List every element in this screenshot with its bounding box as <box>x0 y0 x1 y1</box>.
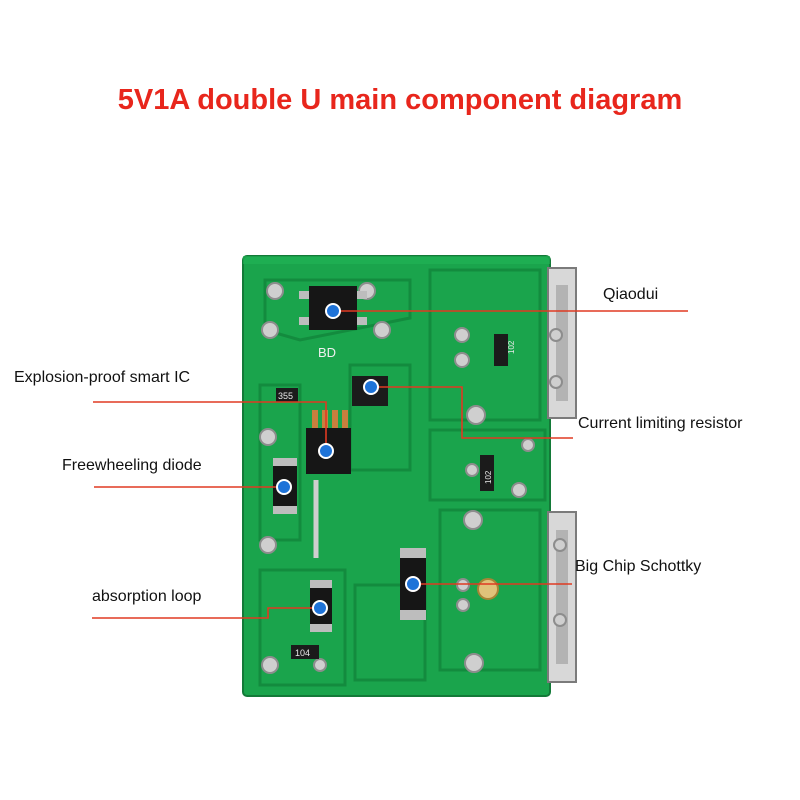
absorption-marker <box>312 600 328 616</box>
schottky-marker <box>405 576 421 592</box>
label-current-resistor: Current limiting resistor <box>578 415 743 432</box>
svg-text:104: 104 <box>295 648 310 658</box>
label-absorption: absorption loop <box>92 588 202 605</box>
leader-lines <box>92 310 688 619</box>
svg-text:102: 102 <box>507 340 516 354</box>
silkscreen-bd: BD <box>318 345 336 360</box>
smd-resistor-355: 355 <box>276 388 298 402</box>
freewheeling-marker <box>276 479 292 495</box>
current-resistor-marker <box>363 379 379 395</box>
smd-resistor-104: 104 <box>291 645 319 659</box>
component-markers <box>276 303 421 616</box>
explosion-ic-marker <box>318 443 334 459</box>
pcb-traces <box>258 268 547 687</box>
smd-resistor-102-b: 102 <box>480 455 494 491</box>
label-qiaodui: Qiaodui <box>603 286 659 303</box>
smd-resistor-102-a: 102 <box>494 334 516 366</box>
usb-port-top <box>547 267 577 419</box>
svg-text:355: 355 <box>278 391 293 401</box>
label-freewheeling: Freewheeling diode <box>62 457 202 474</box>
label-schottky: Big Chip Schottky <box>575 558 702 575</box>
svg-text:102: 102 <box>484 470 493 484</box>
diagram-title: 5V1A double U main component diagram <box>117 84 683 116</box>
usb-port-bottom <box>547 511 577 683</box>
label-explosion-ic: Explosion-proof smart IC <box>14 369 191 386</box>
qiaodui-marker <box>325 303 341 319</box>
solder-pads <box>259 282 567 674</box>
